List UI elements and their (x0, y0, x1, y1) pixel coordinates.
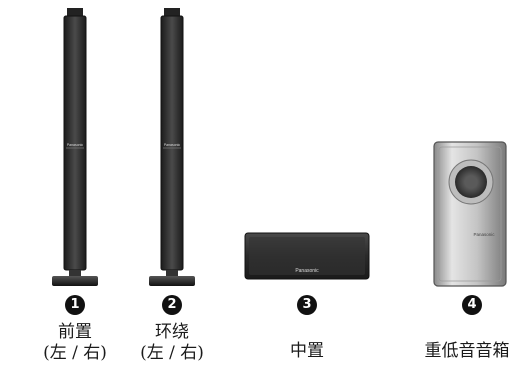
surround-name: 环绕 (155, 322, 189, 342)
subwoofer-label: 重低音音箱 (410, 341, 524, 362)
subwoofer: Panasonic (432, 140, 508, 288)
front-name: 前置 (58, 322, 92, 342)
badge-3: 3 (297, 295, 317, 315)
brand-logo: Panasonic (67, 143, 84, 147)
surround-label: 环绕 (左 / 右) (122, 322, 222, 364)
center-name: 中置 (290, 341, 324, 361)
subwoofer-name: 重低音音箱 (424, 341, 510, 361)
badge-1: 1 (65, 295, 85, 315)
surround-speaker: Panasonic (147, 6, 197, 288)
surround-tower-speaker-icon: Panasonic (149, 8, 195, 286)
surround-sub: (左 / 右) (140, 343, 204, 363)
brand-logo: Panasonic (295, 268, 319, 274)
front-sub: (左 / 右) (43, 343, 107, 363)
front-label: 前置 (左 / 右) (25, 322, 125, 364)
center-speaker-icon: Panasonic (244, 232, 370, 280)
subwoofer-icon: Panasonic (433, 141, 507, 287)
front-speaker: Panasonic (50, 6, 100, 288)
front-tower-speaker-icon: Panasonic (52, 8, 98, 286)
brand-logo: Panasonic (164, 143, 181, 147)
badge-4: 4 (462, 295, 482, 315)
center-label: 中置 (257, 341, 357, 362)
brand-logo: Panasonic (473, 232, 495, 237)
badge-2: 2 (162, 295, 182, 315)
center-speaker: Panasonic (244, 232, 370, 282)
